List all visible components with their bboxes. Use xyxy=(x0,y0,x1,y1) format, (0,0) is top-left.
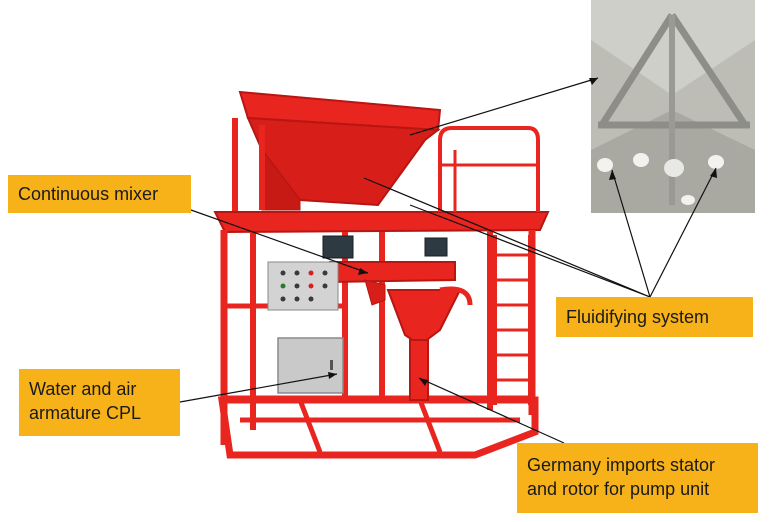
leader-arrowheads xyxy=(328,78,717,386)
label-pump-unit: Germany imports stator and rotor for pum… xyxy=(517,443,758,513)
leader-lines xyxy=(179,77,717,444)
label-water-line2: armature CPL xyxy=(29,403,142,423)
label-water-air-armature: Water and air armature CPL xyxy=(19,369,180,436)
label-pump-line1: Germany imports stator xyxy=(527,455,716,475)
label-fluidifying-system-text: Fluidifying system xyxy=(566,307,710,327)
inset-photo xyxy=(591,0,755,213)
machine-frame xyxy=(213,90,550,459)
control-panel xyxy=(267,261,339,311)
label-water-line1: Water and air xyxy=(29,379,137,399)
label-fluidifying-system: Fluidifying system xyxy=(556,297,753,337)
label-continuous-mixer: Continuous mixer xyxy=(8,175,191,213)
armature-cabinet xyxy=(277,337,344,394)
label-pump-line2: and rotor for pump unit xyxy=(527,479,710,499)
label-continuous-mixer-text: Continuous mixer xyxy=(18,184,159,204)
